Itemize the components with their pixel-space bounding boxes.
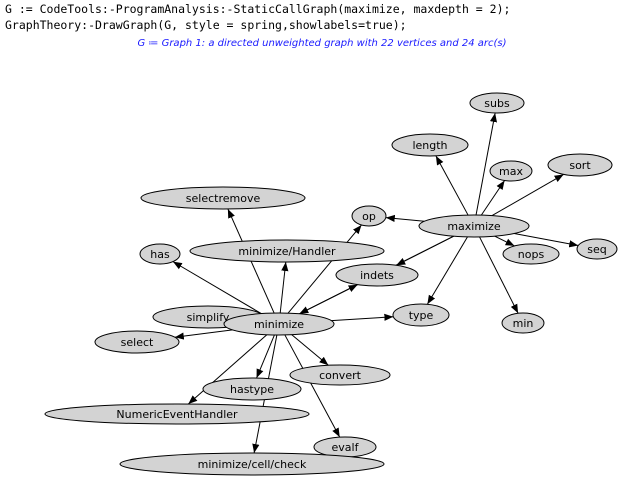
- edge-maximize-to-seq: [514, 233, 579, 248]
- edge-maximize-to-nops: [494, 235, 515, 247]
- node-minimize[interactable]: minimize: [223, 312, 335, 336]
- node-select[interactable]: select: [94, 330, 180, 354]
- node-label: nops: [518, 248, 545, 261]
- edge-minimize-to-type: [331, 313, 394, 322]
- node-shape: [391, 133, 469, 157]
- node-label: has: [150, 248, 170, 261]
- node-shape: [576, 238, 618, 260]
- node-shape: [351, 205, 387, 227]
- node-label: select: [121, 336, 154, 349]
- node-subs[interactable]: subs: [469, 92, 525, 114]
- edge-minimize-to-hastype: [256, 334, 275, 379]
- node-shape: [202, 377, 302, 401]
- node-label: minimize: [254, 318, 304, 331]
- node-label: minimize/Handler: [238, 245, 336, 258]
- node-label: NumericEventHandler: [116, 408, 238, 421]
- edge-maximize-to-op: [385, 214, 425, 223]
- node-evalf[interactable]: evalf: [313, 436, 377, 458]
- node-max[interactable]: max: [489, 160, 533, 182]
- node-label: evalf: [332, 441, 360, 454]
- node-shape: [139, 243, 181, 265]
- node-label: indets: [360, 269, 394, 282]
- input-line-1[interactable]: G := CodeTools:-ProgramAnalysis:-StaticC…: [5, 2, 511, 16]
- node-minimize_cell_check[interactable]: minimize/cell/check: [119, 452, 385, 476]
- node-shape: [418, 214, 530, 238]
- node-shape: [44, 403, 310, 425]
- node-shape: [223, 312, 335, 336]
- edge-minimize-to-select: [174, 329, 233, 340]
- edge-minimize-to-has: [172, 261, 262, 315]
- node-label: min: [513, 317, 534, 330]
- edge-minimize-to-numericeventhandler: [187, 334, 268, 405]
- edge-minimize-to-convert: [291, 334, 329, 366]
- node-label: type: [409, 309, 434, 322]
- node-shape: [189, 239, 385, 263]
- node-shape: [94, 330, 180, 354]
- node-indets[interactable]: indets: [335, 263, 419, 287]
- edge-maximize-to-subs: [475, 112, 498, 216]
- edge-maximize-to-type: [426, 236, 468, 305]
- node-label: selectremove: [186, 192, 261, 205]
- node-shape: [502, 243, 560, 265]
- input-line-2[interactable]: GraphTheory:-DrawGraph(G, style = spring…: [5, 18, 407, 32]
- edge-minimize-to-minimize_handler: [279, 261, 289, 314]
- node-label: seq: [587, 243, 606, 256]
- graph-edges: [172, 112, 579, 454]
- node-shape: [392, 303, 450, 327]
- edge-maximize-to-max: [480, 180, 506, 216]
- edge-maximize-to-length: [435, 155, 469, 216]
- node-minimize_handler[interactable]: minimize/Handler: [189, 239, 385, 263]
- edge-minimize-to-indets: [299, 284, 358, 315]
- node-op[interactable]: op: [351, 205, 387, 227]
- node-label: max: [499, 165, 523, 178]
- node-label: maximize: [447, 220, 501, 233]
- node-shape: [140, 186, 306, 210]
- node-label: minimize/cell/check: [198, 458, 307, 471]
- node-shape: [469, 92, 525, 114]
- node-length[interactable]: length: [391, 133, 469, 157]
- edge-maximize-to-sort: [491, 174, 564, 217]
- node-shape: [489, 160, 533, 182]
- output-description: G ≔ Graph 1: a directed unweighted graph…: [137, 38, 507, 49]
- node-maximize[interactable]: maximize: [418, 214, 530, 238]
- node-has[interactable]: has: [139, 243, 181, 265]
- edge-maximize-to-min: [479, 236, 519, 314]
- node-sort[interactable]: sort: [547, 153, 613, 177]
- node-min[interactable]: min: [501, 312, 545, 334]
- node-hastype[interactable]: hastype: [202, 377, 302, 401]
- node-type[interactable]: type: [392, 303, 450, 327]
- node-shape: [501, 312, 545, 334]
- node-shape: [119, 452, 385, 476]
- node-label: subs: [484, 97, 510, 110]
- node-label: op: [362, 210, 376, 223]
- graph-nodes: subs length max sort selectremove op maximize h…: [44, 92, 618, 476]
- node-selectremove[interactable]: selectremove: [140, 186, 306, 210]
- edge-minimize-to-op: [287, 224, 362, 314]
- node-label: length: [412, 139, 447, 152]
- node-label: sort: [569, 159, 591, 172]
- node-seq[interactable]: seq: [576, 238, 618, 260]
- node-shape: [335, 263, 419, 287]
- edge-minimize-to-evalf: [284, 334, 341, 438]
- node-label: hastype: [230, 383, 274, 396]
- node-label: simplify: [187, 311, 230, 324]
- node-nops[interactable]: nops: [502, 243, 560, 265]
- node-numericeventhandler[interactable]: NumericEventHandler: [44, 403, 310, 425]
- node-shape: [547, 153, 613, 177]
- node-label: convert: [319, 369, 362, 382]
- node-convert[interactable]: convert: [289, 364, 391, 386]
- node-shape: [289, 364, 391, 386]
